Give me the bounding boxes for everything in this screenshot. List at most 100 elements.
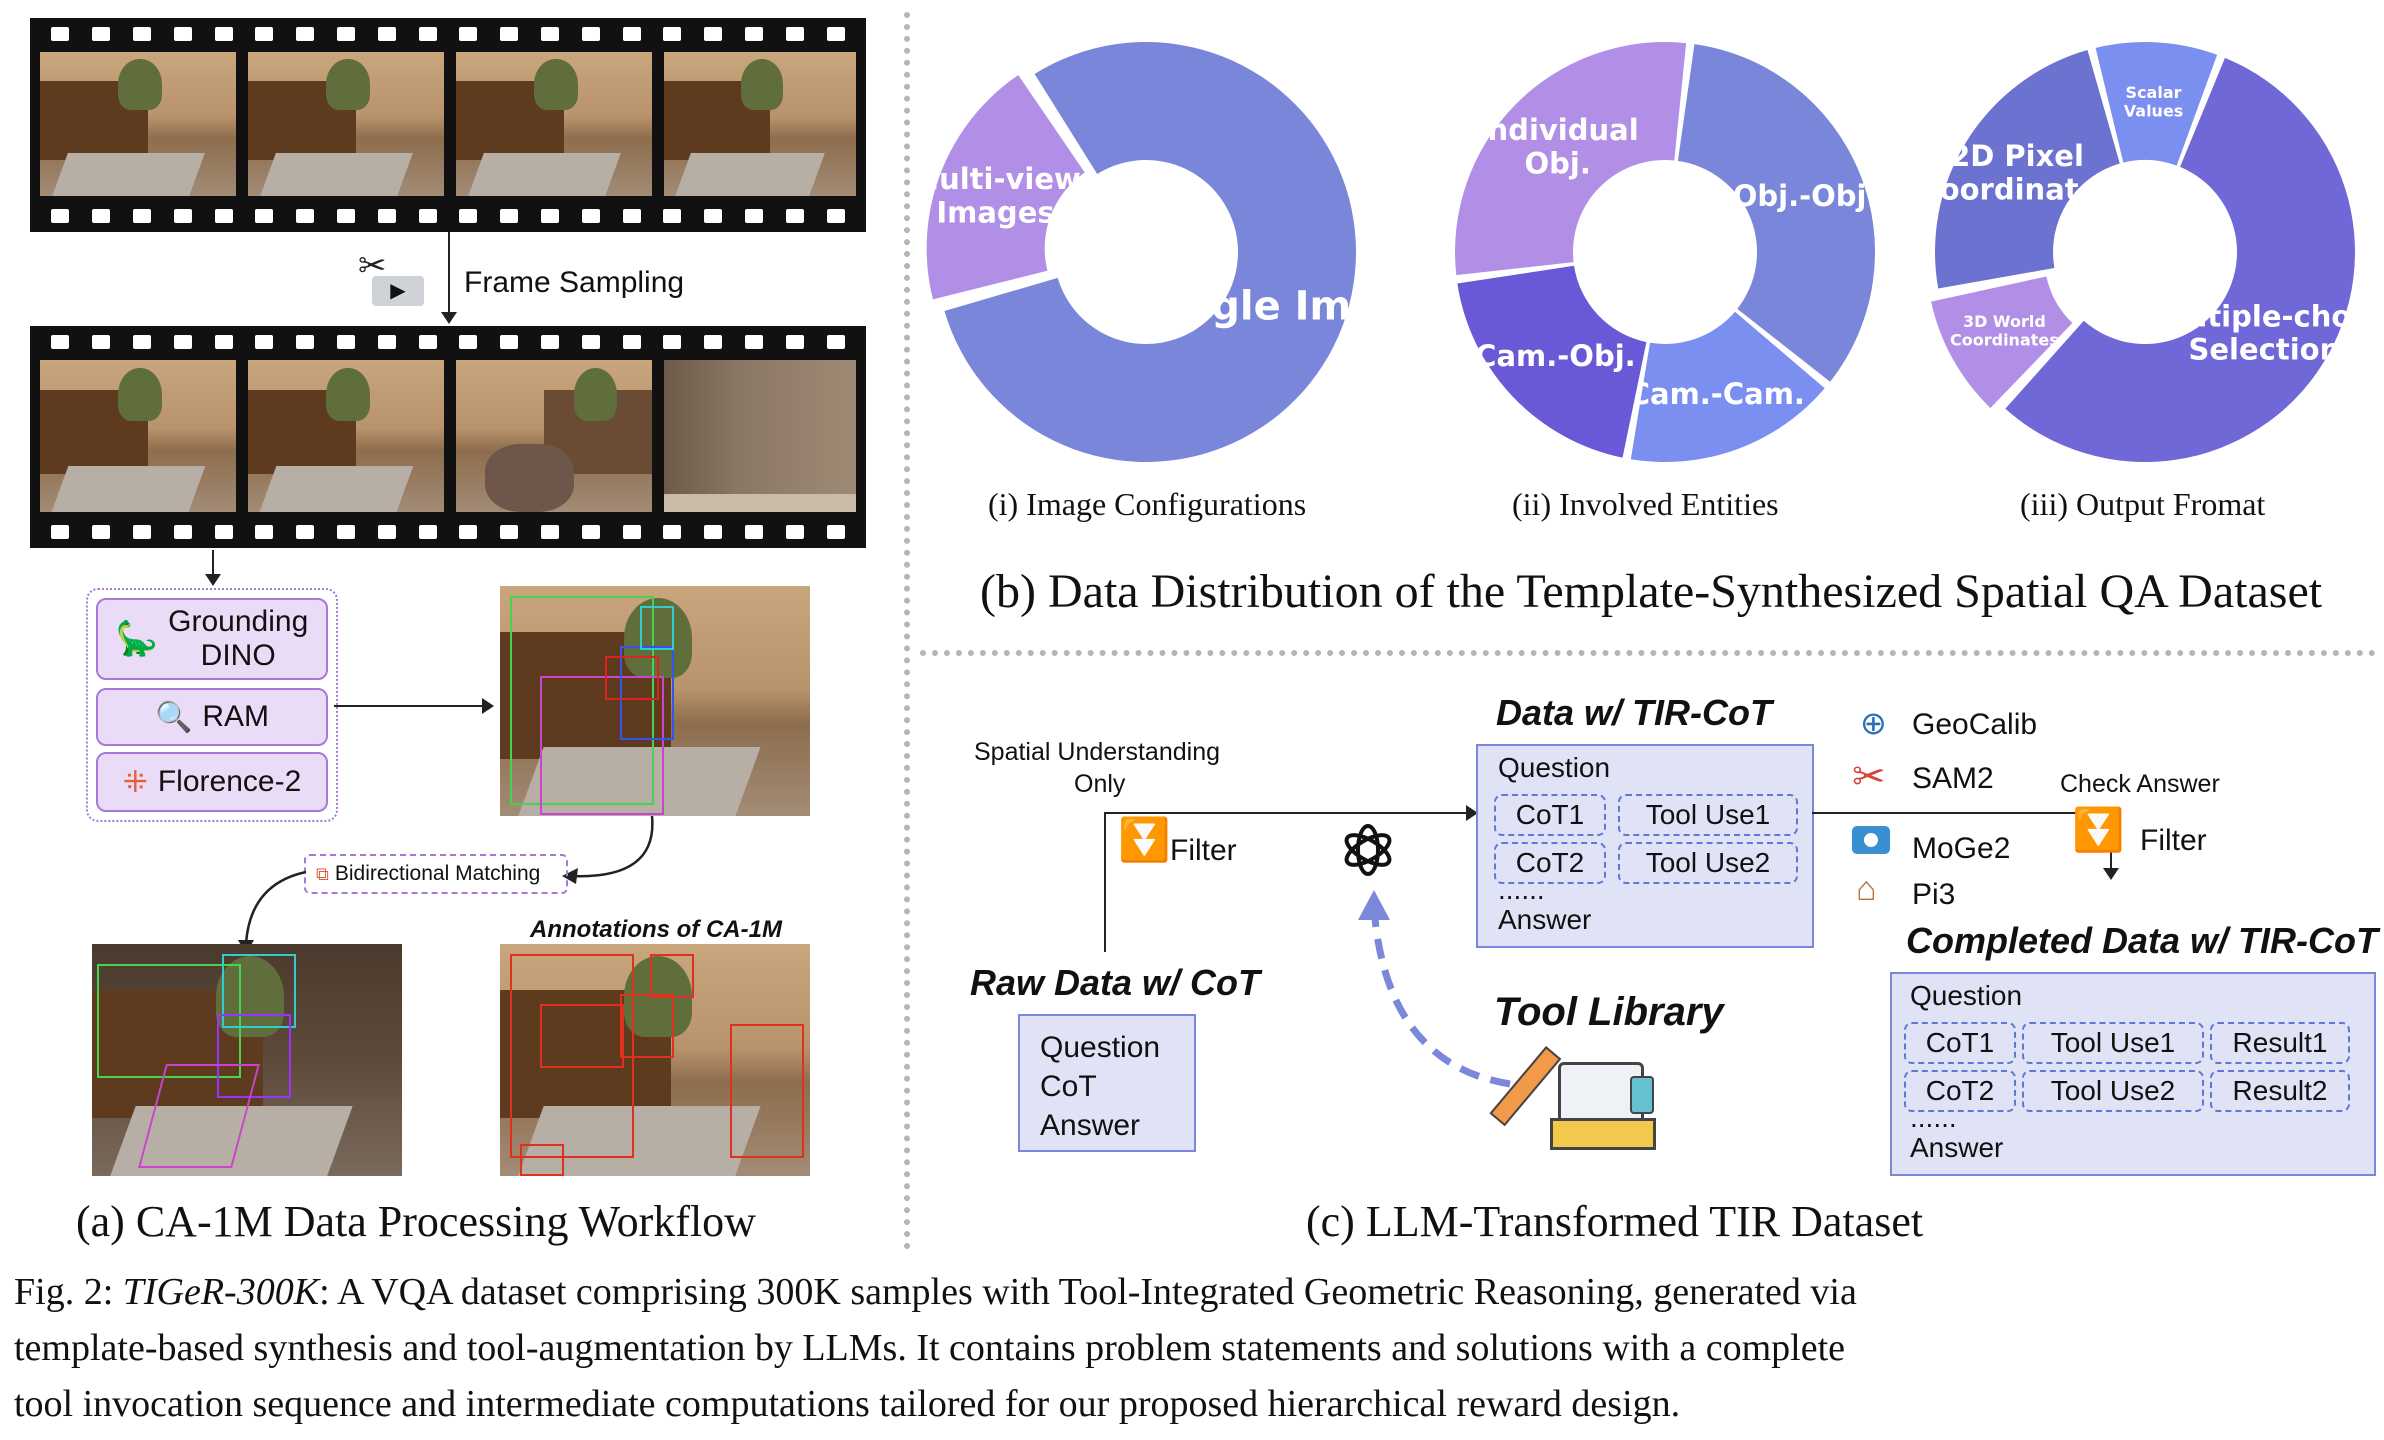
tool-name: GeoCalib — [1912, 708, 2038, 741]
donut-slice — [1677, 44, 1875, 382]
tool-use-chip: Tool Use2 — [1618, 842, 1798, 884]
cot-chip: CoT1 — [1494, 794, 1606, 836]
llm-logo-icon — [1344, 824, 1392, 876]
tool-arrow — [1358, 890, 1511, 1088]
grounding-dino-box: 🦕 Grounding DINO — [96, 598, 328, 680]
video-frame — [248, 52, 444, 196]
tool-library-icon — [1489, 1046, 1656, 1150]
florence-icon: ⁜ — [122, 765, 148, 799]
donut-slice — [944, 41, 1356, 462]
figure-caption-line: Fig. 2: TIGeR-300K: A VQA dataset compri… — [14, 1271, 1857, 1313]
play-icon: ▶ — [372, 276, 424, 306]
tool-name: MoGe2 — [1912, 832, 2011, 865]
raw-line: Answer — [1040, 1109, 1141, 1142]
curved-arrow — [238, 870, 307, 954]
raw-line: Question — [1040, 1031, 1161, 1064]
figure-caption-line: template-based synthesis and tool-augmen… — [14, 1327, 1846, 1369]
donut-slice-label: Obj.-Obj. — [1733, 179, 1878, 213]
cot-chip: CoT2 — [1494, 842, 1606, 884]
panel-divider — [904, 12, 910, 1250]
completed-title: Completed Data w/ TIR-CoT — [1906, 920, 2379, 961]
figure-caption-line: tool invocation sequence and intermediat… — [14, 1383, 1681, 1425]
ram-box: 🔍 RAM — [96, 688, 328, 746]
donut-slice — [1935, 50, 2120, 289]
model-label: Grounding DINO — [168, 605, 309, 672]
donut-slice — [1457, 265, 1647, 458]
florence-box: ⁜ Florence-2 — [96, 752, 328, 812]
video-frame — [40, 360, 236, 512]
filter-label: Filter — [2140, 824, 2207, 857]
match-icon: ⧉ — [316, 863, 329, 884]
donut-caption-1: (i) Image Configurations — [988, 486, 1307, 522]
dataset-name: TIGeR-300K — [122, 1271, 320, 1313]
tool-use-chip: Tool Use1 — [2022, 1022, 2204, 1064]
video-frame — [664, 52, 856, 196]
raw-line: CoT — [1040, 1070, 1097, 1103]
data-tir-box: Question CoT1 Tool Use1 CoT2 Tool Use2 .… — [1476, 744, 1814, 948]
filmstrip-sampled — [30, 326, 866, 548]
filter-icon: ⏬ — [1118, 816, 1171, 863]
check-answer-label: Check Answer — [2060, 770, 2220, 798]
panel-c-caption: (c) LLM-Transformed TIR Dataset — [1306, 1197, 1924, 1246]
bidirectional-matching-box: ⧉ Bidirectional Matching — [304, 854, 568, 894]
dino-icon: 🦕 — [115, 620, 159, 658]
donut-slice — [926, 75, 1085, 300]
curved-arrow — [562, 815, 654, 884]
donut-slice — [1455, 41, 1687, 276]
donut-slice-label: Cam.-Cam. — [1629, 377, 1805, 411]
cot-chip: CoT2 — [1904, 1070, 2016, 1112]
video-frame — [248, 360, 444, 512]
scissors-icon: ✂ — [1852, 755, 1886, 799]
raw-data-title: Raw Data w/ CoT — [970, 962, 1261, 1003]
video-frame — [40, 52, 236, 196]
annotations-title: Annotations of CA-1M — [530, 916, 782, 943]
video-frame — [664, 360, 856, 512]
tool-use-chip: Tool Use1 — [1618, 794, 1798, 836]
filmstrip-top — [30, 18, 866, 232]
filter-label: Filter — [1170, 834, 1237, 867]
spatial-only-label: Spatial Understanding — [974, 738, 1220, 766]
donut-slice-label: Cam.-Obj. — [1475, 339, 1636, 373]
tool-library-title: Tool Library — [1494, 990, 1724, 1034]
tool-name: Pi3 — [1912, 878, 1956, 911]
geocalib-icon: ⊕ — [1860, 705, 1887, 741]
detection-image — [500, 586, 810, 816]
spatial-only-label: Only — [1074, 770, 1126, 798]
cot-chip: CoT1 — [1904, 1022, 2016, 1064]
panel-b-title: (b) Data Distribution of the Template-Sy… — [980, 565, 2323, 618]
panel-divider — [920, 650, 2376, 656]
magnifier-icon: 🔍 — [154, 700, 193, 734]
result-chip: Result2 — [2210, 1070, 2350, 1112]
video-frame — [456, 360, 652, 512]
frame-sampling-label: Frame Sampling — [464, 266, 685, 299]
raw-data-box: Question CoT Answer — [1018, 1014, 1196, 1152]
filter-icon: ⏬ — [2072, 806, 2125, 853]
result-chip: Result1 — [2210, 1022, 2350, 1064]
video-frame — [456, 52, 652, 196]
donut-slice — [2005, 57, 2355, 462]
donut-slice — [1630, 311, 1825, 463]
model-label: RAM — [202, 700, 270, 733]
camera-icon — [1852, 826, 1890, 854]
donut-slice — [1931, 276, 2073, 408]
donut-caption-2: (ii) Involved Entities — [1512, 486, 1779, 522]
data-tir-title: Data w/ TIR-CoT — [1496, 692, 1772, 733]
panel-a-caption: (a) CA-1M Data Processing Workflow — [76, 1197, 756, 1246]
donut-slice — [2095, 41, 2218, 166]
donut-slice-label: Single Image — [1140, 284, 1434, 330]
tool-use-chip: Tool Use2 — [2022, 1070, 2204, 1112]
frame-sampling-arrow — [448, 232, 450, 320]
house-icon: ⌂ — [1856, 870, 1877, 908]
model-label: Florence-2 — [157, 765, 302, 798]
3d-boxes-image — [92, 944, 402, 1176]
donut-caption-3: (iii) Output Fromat — [2020, 486, 2266, 522]
annotations-image — [500, 944, 810, 1176]
completed-box: Question CoT1 Tool Use1 Result1 CoT2 Too… — [1890, 972, 2376, 1176]
